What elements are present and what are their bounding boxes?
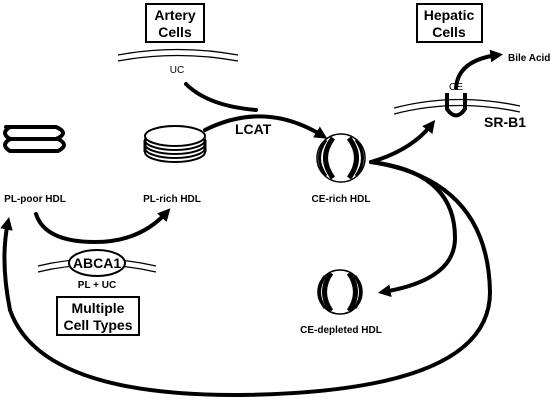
arrow-recycle-to-pl-poor [0,160,493,398]
pl-poor-hdl-label: PL-poor HDL [4,194,66,205]
pl-rich-hdl-label: PL-rich HDL [143,194,201,205]
artery-membrane: UC [117,48,239,76]
arrow-uc-input [184,82,258,112]
pl-poor-hdl-particle [3,125,66,153]
multiple-cell-types-box: Multiple Cell Types [56,296,140,336]
pl-uc-label: PL + UC [78,280,116,291]
multiple-cell-types-line1: Multiple [72,300,125,316]
ce-depleted-hdl-label: CE-depleted HDL [300,325,382,336]
arrow-to-bile-acid [454,49,504,90]
arrow-to-srb1 [369,119,436,164]
artery-cells-line2: Cells [158,24,192,40]
ce-rich-hdl-particle [316,133,366,183]
abca1-membrane: ABCA1 PL + UC [37,249,157,291]
ce-rich-hdl-label: CE-rich HDL [312,194,371,205]
pl-rich-hdl-particle [143,125,207,163]
artery-cells-line1: Artery [154,7,195,23]
multiple-cell-types-line2: Cell Types [64,317,133,333]
hepatic-membrane [393,98,521,115]
pathway-arrows [0,49,504,398]
hepatic-cells-line1: Hepatic [424,7,475,23]
hepatic-cells-line2: Cells [432,24,466,40]
bile-acid-label: Bile Acid [508,53,550,64]
hepatic-cells-box: Hepatic Cells [416,3,483,43]
ce-depleted-hdl-particle [317,269,363,315]
abca1-transporter [68,249,126,277]
arrow-pl-poor-to-pl-rich [34,208,171,245]
srb1-label: SR-B1 [484,114,526,130]
lcat-label: LCAT [235,121,272,137]
artery-cells-box: Artery Cells [145,3,205,43]
abca1-label: ABCA1 [73,255,121,271]
arrow-to-ce-depleted [369,160,458,298]
uc-label: UC [170,65,184,76]
arrow-lcat [203,114,328,139]
